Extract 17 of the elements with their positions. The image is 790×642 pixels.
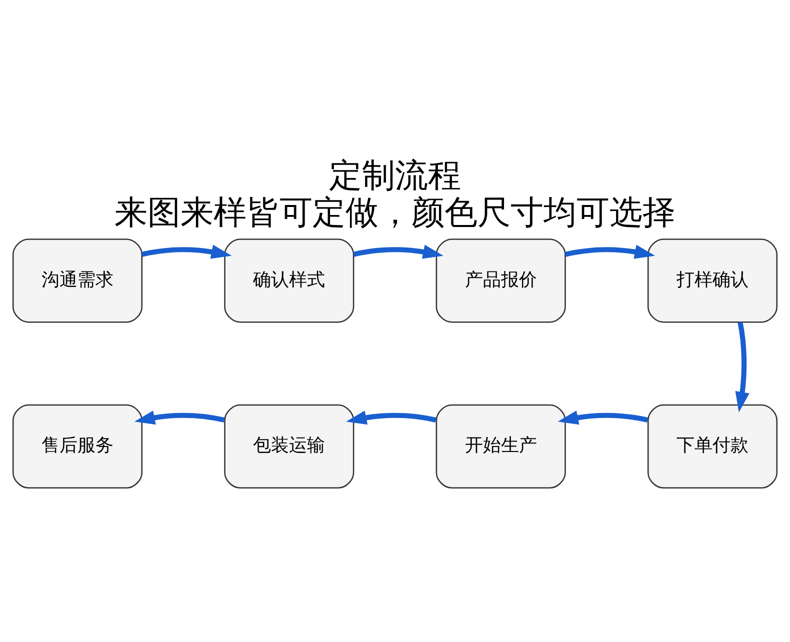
node-box: 确认样式 <box>224 238 354 322</box>
arrow <box>735 321 750 412</box>
caption: 来图来样皆可定做，颜色尺寸均可选择 <box>114 192 676 232</box>
node-box: 下单付款 <box>647 404 778 488</box>
arrow <box>558 410 648 424</box>
node-box: 开始生产 <box>436 404 566 488</box>
node-box: 售后服务 <box>12 404 143 488</box>
arrow <box>564 244 656 258</box>
node-box: 产品报价 <box>436 238 566 322</box>
node-box: 沟通需求 <box>12 238 143 322</box>
arrow <box>353 244 444 258</box>
diagram-title: 定制流程 <box>329 155 461 194</box>
arrow <box>134 410 225 424</box>
node-box: 打样确认 <box>647 238 778 322</box>
node-box: 包装运输 <box>224 404 354 488</box>
arrow <box>346 410 436 424</box>
arrow <box>141 244 232 258</box>
